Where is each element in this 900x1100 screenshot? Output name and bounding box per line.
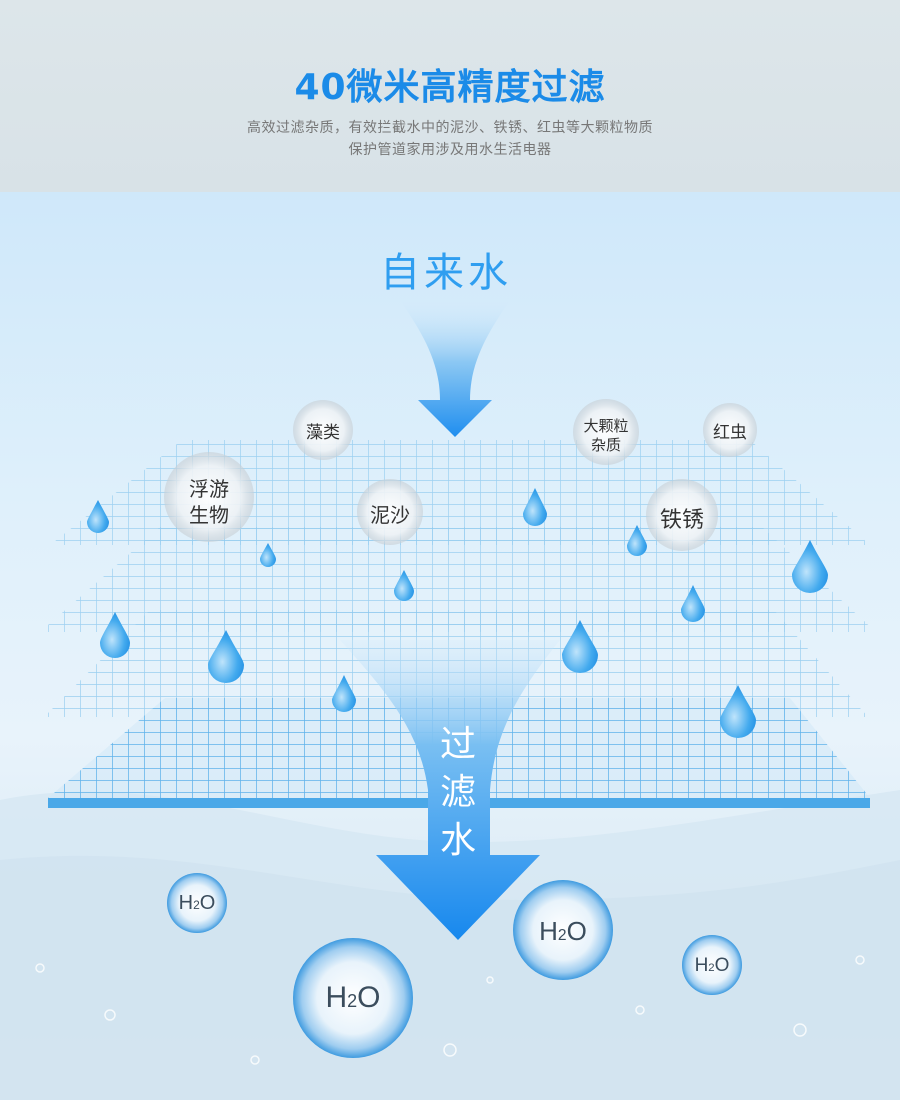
tap-water-label: 自来水	[380, 250, 512, 296]
algae-particle	[293, 400, 353, 460]
algae-label: 藻类	[306, 423, 340, 443]
illustration-graphics	[0, 300, 900, 1100]
water-drop	[332, 675, 356, 712]
subtitle-line-1: 高效过滤杂质，有效拦截水中的泥沙、铁锈、红虫等大颗粒物质	[247, 120, 653, 136]
water-drop	[394, 570, 414, 601]
water-drop	[792, 540, 828, 593]
rust-particle	[646, 479, 718, 551]
filtered-water-char-3: 水	[439, 820, 476, 861]
water-drop	[562, 620, 598, 673]
plankton-label-line-2: 生物	[189, 503, 229, 527]
water-drop	[208, 630, 244, 683]
h2o-label-mid: H2O	[539, 916, 587, 946]
inflow-arrow	[400, 300, 510, 437]
sediment-label: 泥沙	[370, 503, 410, 527]
filtered-water-char-1: 过	[439, 724, 476, 765]
plankton-label-line-1: 浮游	[189, 477, 229, 501]
header: 40微米高精度过滤 高效过滤杂质，有效拦截水中的泥沙、铁锈、红虫等大颗粒物质 保…	[0, 0, 900, 192]
h2o-label-small-left: H2O	[178, 892, 216, 914]
h2o-label-small-right: H2O	[694, 955, 730, 976]
large-particles-label-line-1: 大颗粒	[583, 417, 629, 435]
sediment-particle	[357, 479, 423, 545]
water-drop	[523, 488, 547, 526]
water-drops	[87, 488, 828, 738]
h2o-bubble-large	[293, 938, 413, 1058]
h2o-bubble-small-left	[167, 873, 227, 933]
filtered-water-char-2: 滤	[439, 772, 476, 813]
rust-label: 铁锈	[659, 508, 704, 533]
h2o-bubble-small-right	[682, 935, 742, 995]
plankton-particle	[164, 452, 254, 542]
h2o-label-large: H2O	[325, 981, 381, 1014]
water-drop	[627, 525, 647, 556]
filtration-illustration	[0, 192, 900, 1100]
large-particle	[573, 399, 639, 465]
outflow-arrow	[340, 640, 560, 940]
water-drop	[720, 685, 756, 738]
subtitle-line-2: 保护管道家用涉及用水生活电器	[348, 142, 552, 158]
water-drop	[100, 612, 130, 658]
water-wave-2	[0, 855, 900, 1100]
filter-layer-2	[40, 527, 876, 632]
page-title: 40微米高精度过滤	[294, 67, 606, 108]
red-worm-particle	[703, 403, 757, 457]
h2o-bubble-mid	[513, 880, 613, 980]
water-drop	[681, 585, 705, 622]
large-particles-label-line-2: 杂质	[590, 436, 621, 454]
red-worm-label: 红虫	[713, 423, 747, 443]
water-drop	[260, 543, 276, 567]
water-drop	[87, 500, 109, 533]
foam-bubbles	[35, 955, 865, 1065]
